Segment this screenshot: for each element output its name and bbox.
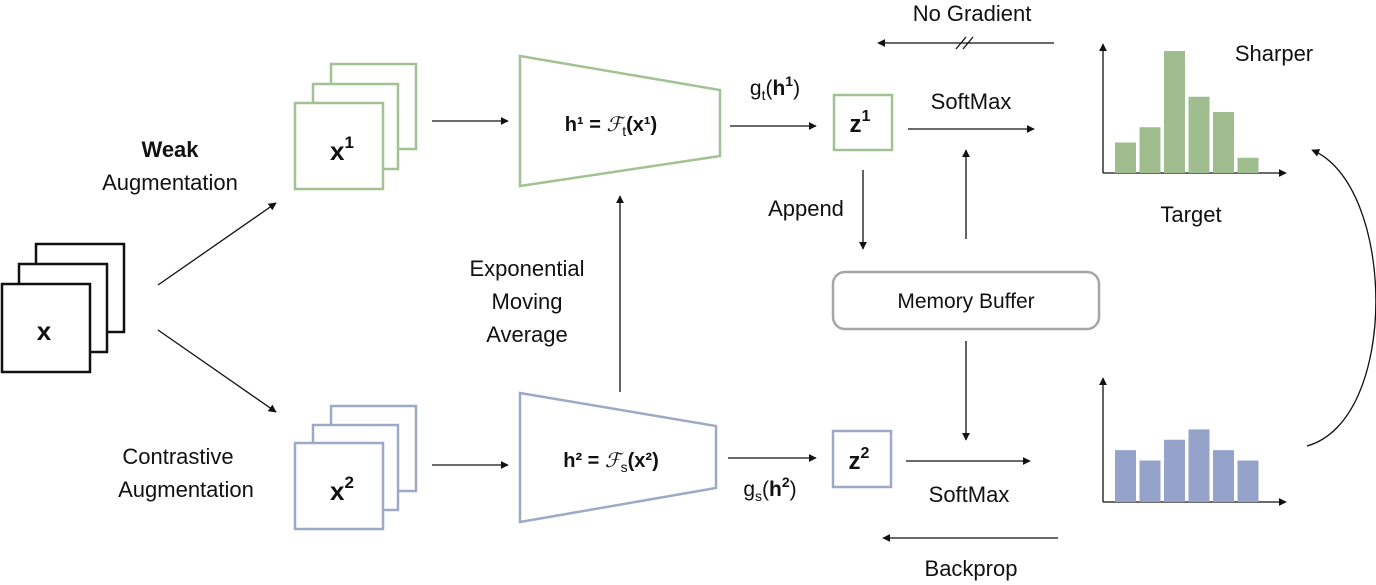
student-projection-label: gs(h2) [743,474,796,504]
prediction-bar [1139,460,1161,502]
target-histogram [1099,43,1287,177]
teacher-equation: h¹ = ℱt(x¹) [565,112,657,139]
no-gradient-break-1 [955,36,967,50]
z1-label: z1 [850,108,871,138]
target-bar [1139,127,1161,173]
z1-box [832,93,894,152]
x1-label: x1 [330,133,354,166]
target-bar [1188,96,1210,173]
arrow-input-to-weak [157,202,277,286]
append-label: Append [768,196,844,221]
weak-augmentation-label: Augmentation [102,170,238,195]
prediction-bar [1237,460,1259,502]
arrow-sharpen-curve [1306,149,1376,447]
input-image-stack: x [0,242,126,374]
input-x-label: x [37,316,52,346]
prediction-histogram [1099,377,1287,506]
x2-label: x2 [330,473,354,506]
backprop-label: Backprop [925,556,1018,581]
teacher-encoder [518,54,722,188]
student-equation: h² = ℱs(x²) [563,448,659,475]
z2-label: z2 [849,445,870,475]
teacher-projection-label: gt(h1) [750,73,800,103]
softmax-bottom-label: SoftMax [929,482,1010,507]
ema-label-line1: Exponential [470,256,585,281]
target-bar [1115,142,1136,173]
target-label: Target [1160,202,1221,227]
target-bar [1164,51,1185,173]
memory-buffer-label: Memory Buffer [897,290,1034,313]
memory-buffer-box [831,270,1101,331]
prediction-bar [1115,450,1136,502]
softmax-top-label: SoftMax [931,89,1012,114]
no-gradient-break-2 [962,36,974,50]
prediction-bar [1164,439,1185,502]
no-gradient-label: No Gradient [913,1,1032,26]
ema-label-line2: Moving [492,289,563,314]
weak-view-stack: x1 [293,62,418,191]
contrastive-label: Contrastive [122,444,233,469]
prediction-bar [1188,429,1210,502]
weak-label: Weak [141,137,199,162]
z2-box [831,429,893,489]
ema-label-line3: Average [486,322,568,347]
sharper-label: Sharper [1235,41,1313,66]
target-bar [1237,157,1259,173]
contrastive-view-stack: x2 [293,404,418,531]
contrastive-augmentation-label: Augmentation [118,477,254,502]
arrow-input-to-contrastive [157,329,277,413]
target-bar [1213,112,1234,173]
student-encoder [518,391,718,524]
prediction-bar [1213,450,1234,502]
